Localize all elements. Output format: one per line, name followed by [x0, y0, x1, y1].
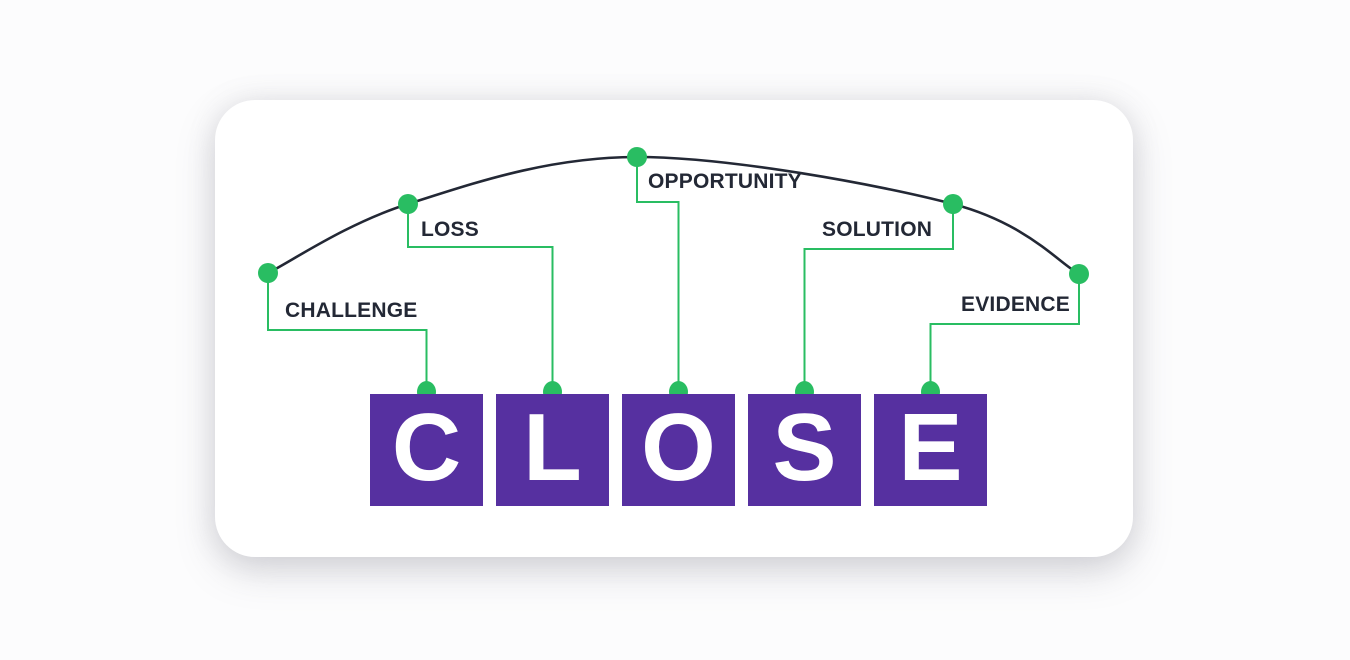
tile-letter-c-glyph: C — [391, 394, 462, 501]
label-loss: LOSS — [421, 218, 479, 241]
label-opportunity: OPPORTUNITY — [648, 170, 802, 193]
tile-letter-l-glyph: L — [523, 394, 582, 501]
tile-letter-o-glyph: O — [641, 394, 716, 501]
tile-letter-o: O — [622, 394, 735, 506]
label-evidence: EVIDENCE — [961, 293, 1070, 316]
tile-letter-s-glyph: S — [772, 394, 837, 501]
tile-letter-s: S — [748, 394, 861, 506]
tile-letter-c: C — [370, 394, 483, 506]
label-solution: SOLUTION — [822, 218, 933, 241]
label-challenge: CHALLENGE — [285, 299, 418, 322]
tile-letter-l: L — [496, 394, 609, 506]
tile-letter-e-glyph: E — [898, 394, 963, 501]
tile-letter-e: E — [874, 394, 987, 506]
